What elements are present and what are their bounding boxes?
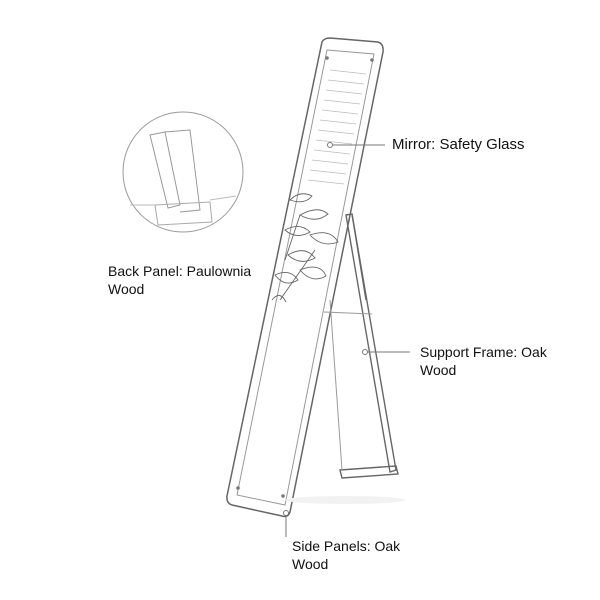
side-panels-label: Side Panels: Oak Wood (292, 537, 400, 573)
plant-reflection (271, 193, 339, 303)
back-panel-label-line1: Back Panel: Paulownia (108, 263, 252, 279)
mirror-reflection-lines (307, 69, 367, 185)
floor-shadow (285, 496, 405, 504)
support-frame (323, 213, 399, 479)
side-panels-label-line2: Wood (292, 556, 329, 572)
mirror-label: Mirror: Safety Glass (392, 136, 525, 153)
support-frame-label: Support Frame: Oak Wood (420, 343, 547, 379)
back-panel-detail-circle (122, 111, 244, 233)
back-panel-label: Back Panel: Paulownia Wood (108, 262, 251, 298)
back-panel-label-line2: Wood (108, 281, 145, 297)
side-panels-label-line1: Side Panels: Oak (292, 538, 401, 554)
support-frame-label-line1: Support Frame: Oak (420, 344, 547, 360)
leader-lines (283, 142, 410, 537)
mirror-body (226, 37, 384, 518)
support-frame-label-line2: Wood (420, 362, 457, 378)
